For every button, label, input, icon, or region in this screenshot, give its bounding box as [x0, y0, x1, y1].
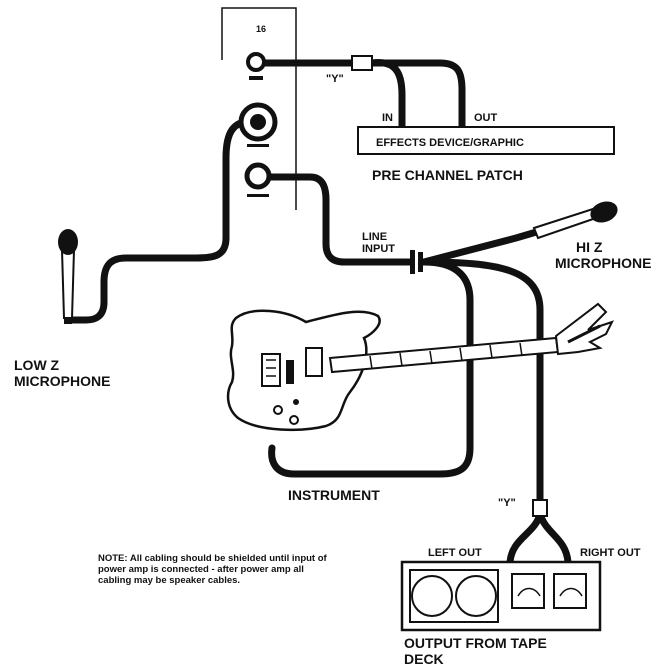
jacks	[238, 52, 278, 197]
instrument-label: INSTRUMENT	[288, 487, 380, 503]
vu-meter-right	[553, 573, 587, 609]
instrument-cable	[268, 258, 474, 478]
effects-device: EFFECTS DEVICE/GRAPHIC IN OUT PRE CHANNE…	[357, 112, 615, 183]
insert-jack-tag	[249, 76, 263, 80]
right-out-label: RIGHT OUT	[580, 547, 641, 559]
left-out-label: LEFT OUT	[428, 547, 482, 559]
low-z-mic-cable	[66, 117, 262, 324]
tape-deck-label-2: DECK	[404, 651, 444, 667]
mixer-channel-strip: 16	[221, 7, 297, 210]
tape-deck: LEFT OUT RIGHT OUT OUTPUT FROM TAPE DECK	[400, 547, 641, 667]
tape-deck-label-1: OUTPUT FROM TAPE	[404, 635, 547, 651]
pickup-bridge	[261, 353, 281, 387]
hi-z-microphone: HI Z MICROPHONE	[532, 201, 651, 271]
tape-reel-left	[411, 575, 453, 617]
cables	[66, 59, 588, 566]
effects-out-cable	[368, 59, 466, 131]
pickup-neck	[305, 347, 323, 377]
guitar: INSTRUMENT	[226, 302, 614, 503]
y-label-top: "Y"	[326, 73, 344, 85]
tape-reel-right	[455, 575, 497, 617]
line-jack	[244, 162, 272, 190]
cabling-note: NOTE: All cabling should be shielded unt…	[98, 553, 327, 586]
vu-meter-left	[511, 573, 545, 609]
low-z-microphone: LOW Z MICROPHONE	[14, 229, 110, 389]
hi-z-label-1: HI Z	[576, 239, 603, 255]
line-input-label-2: INPUT	[362, 243, 395, 255]
y-label-bottom: "Y"	[498, 497, 516, 509]
low-z-label-2: MICROPHONE	[14, 373, 110, 389]
hi-z-label-2: MICROPHONE	[555, 255, 651, 271]
line-input-label-1: LINE	[362, 231, 387, 243]
effects-in-label: IN	[382, 112, 393, 124]
pre-channel-patch-label: PRE CHANNEL PATCH	[372, 167, 523, 183]
line-input-connector: LINE INPUT	[362, 231, 423, 274]
insert-jack	[246, 52, 266, 72]
y-connector-top: "Y"	[326, 55, 373, 85]
y-connector-bottom: "Y"	[498, 497, 548, 517]
guitar-headstock	[554, 302, 614, 356]
channel-number: 16	[256, 24, 266, 34]
guitar-body	[226, 309, 381, 432]
bridge	[286, 360, 294, 384]
effects-device-label: EFFECTS DEVICE/GRAPHIC	[376, 137, 524, 149]
effects-out-label: OUT	[474, 112, 498, 124]
tape-deck-cable	[420, 258, 544, 506]
low-z-label-1: LOW Z	[14, 357, 60, 373]
line-input-cable	[254, 173, 414, 266]
right-out-cable	[536, 510, 572, 566]
left-out-cable	[506, 510, 544, 566]
